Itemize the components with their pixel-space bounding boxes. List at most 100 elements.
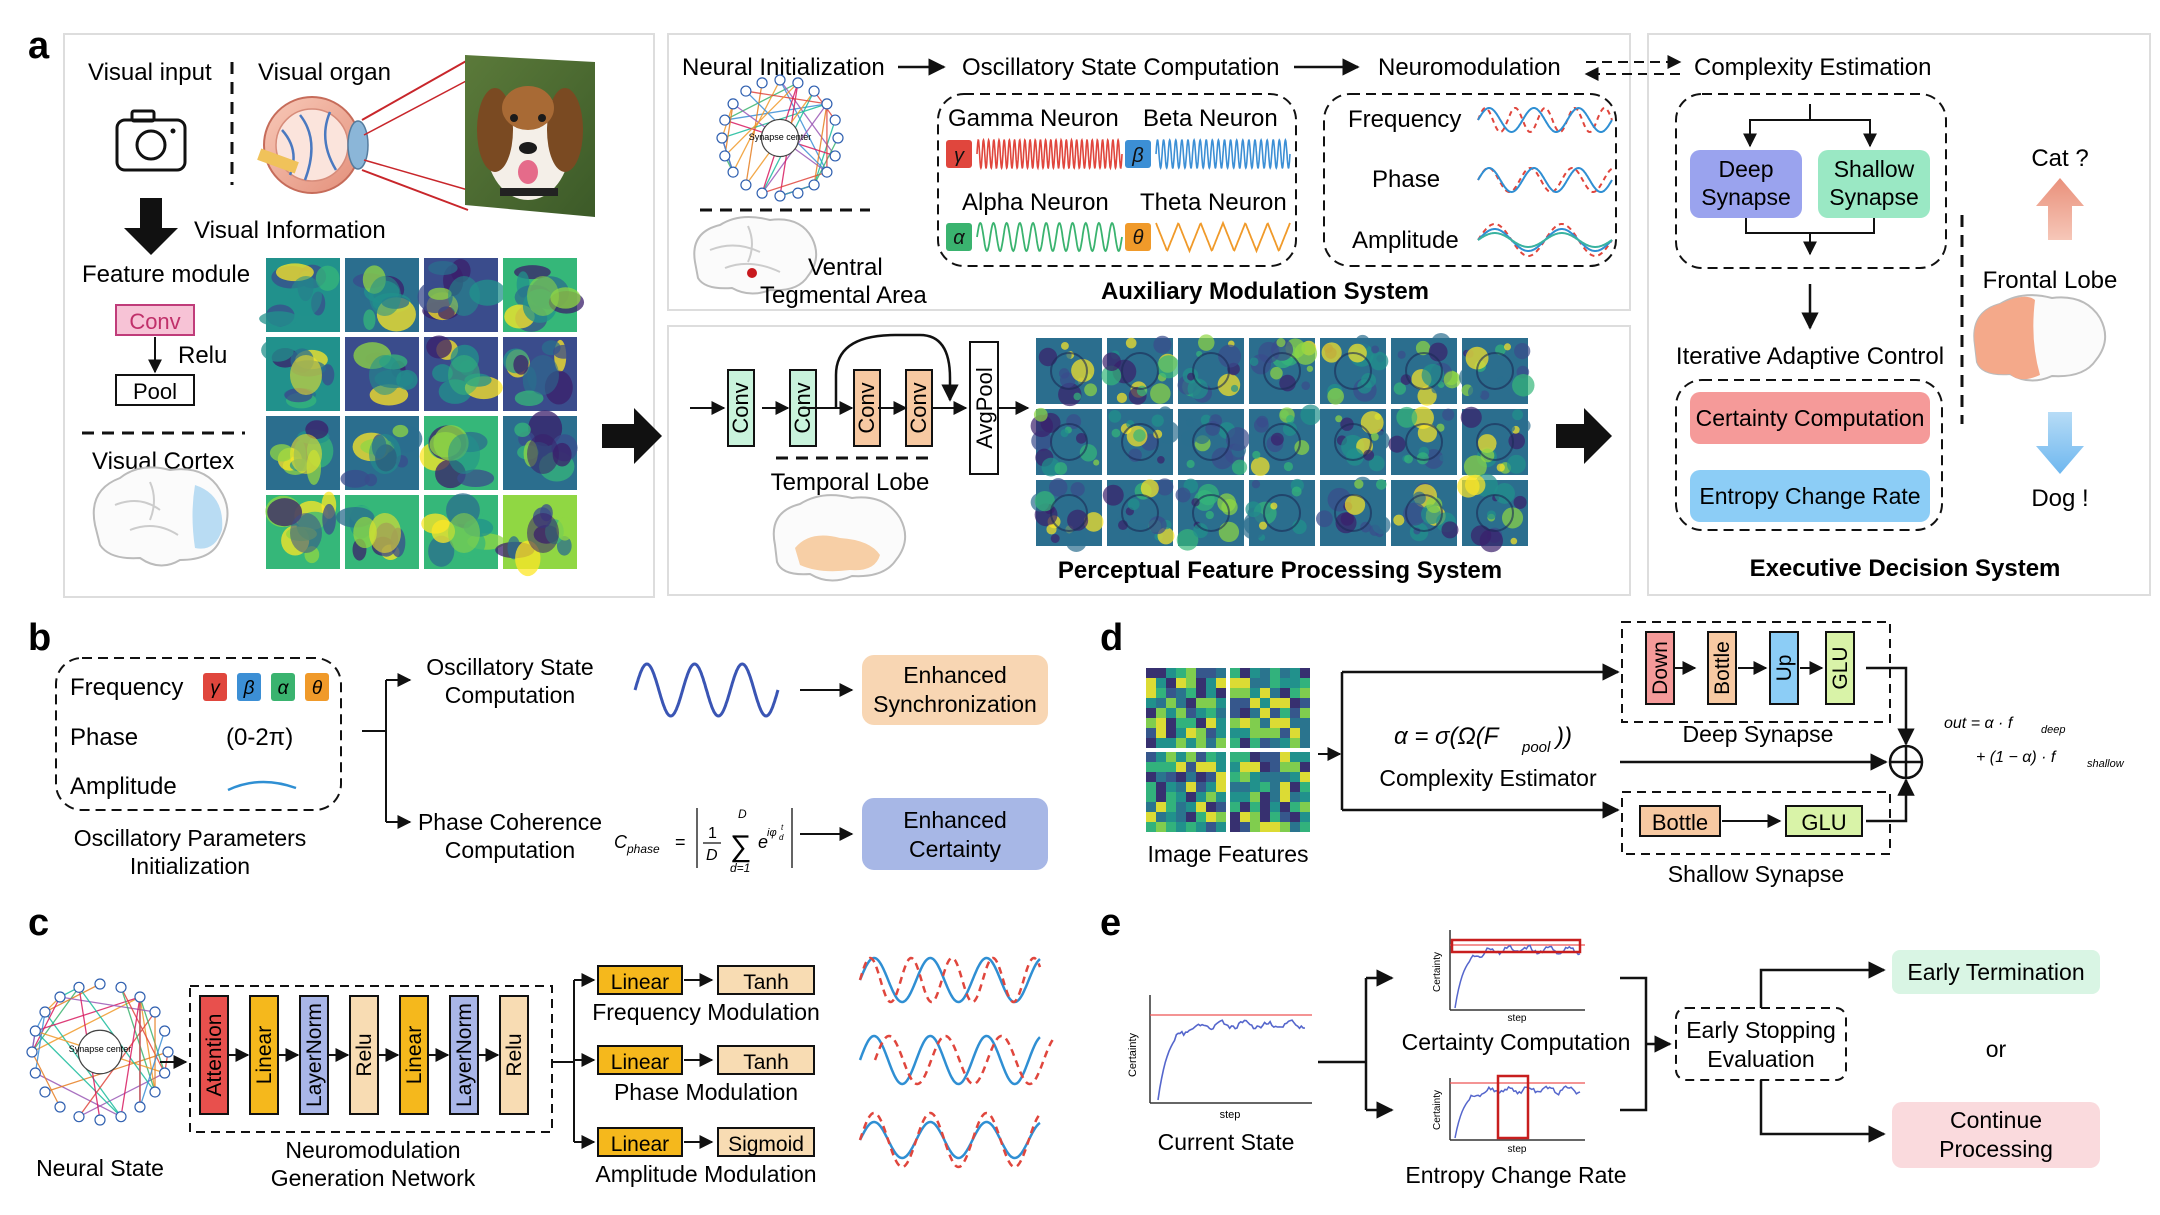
deep-synapse-text-1: Deep [1719, 156, 1774, 182]
svg-text:d: d [779, 833, 784, 842]
complexity-estimator-label: Complexity Estimator [1379, 765, 1597, 791]
camera-icon [115, 109, 187, 172]
dog-photo [465, 55, 595, 217]
brain-icon [772, 494, 907, 582]
deep-block [1825, 631, 1855, 705]
conv-label: Conv [906, 382, 931, 433]
svg-text:)): )) [1553, 723, 1572, 750]
svg-text:1: 1 [708, 825, 717, 842]
panel-letter-b: b [28, 617, 51, 659]
network-block [449, 995, 479, 1115]
theta-badge: θ [1125, 223, 1151, 251]
amplitude-modulation-label: Amplitude Modulation [595, 1161, 816, 1187]
network-block-label: LayerNorm [453, 1003, 476, 1107]
entropy-change-text: Entropy Change Rate [1699, 483, 1920, 509]
neuron-network-icon [26, 978, 174, 1126]
down-arrow-icon [2036, 412, 2084, 474]
deep-synapse-box [1621, 621, 1891, 723]
panel-letter-a: a [28, 25, 50, 67]
early-stopping-text-2: Evaluation [1707, 1046, 1814, 1072]
svg-text:∑: ∑ [730, 830, 751, 863]
right-arrow-icon [602, 408, 662, 464]
network-block-label: Relu [503, 1033, 526, 1076]
early-termination-block [1892, 950, 2100, 994]
panel-a-left-box [63, 33, 655, 598]
svg-text:Linear: Linear [611, 971, 669, 994]
phase-mod-row: Linear Tanh [597, 1045, 815, 1075]
svg-text:D: D [706, 847, 718, 864]
continue-text-2: Processing [1939, 1136, 2053, 1162]
svg-text:shallow: shallow [2087, 758, 2125, 770]
freq-mod-row: Linear Tanh [597, 965, 815, 995]
svg-text:α = σ(Ω(F: α = σ(Ω(F [1394, 723, 1500, 750]
relu-label: Relu [178, 342, 227, 369]
right-arrow-icon [1556, 408, 1612, 464]
conv-block [115, 304, 195, 336]
neural-state-label: Neural State [36, 1155, 164, 1181]
synapse-select-box [1675, 93, 1947, 269]
svg-text:θ: θ [1133, 227, 1144, 249]
gamma-wave [976, 137, 1123, 171]
eye-icon [257, 96, 369, 194]
image-features-grid [1146, 668, 1310, 832]
network-label-2: Generation Network [271, 1165, 476, 1191]
conv-label: Conv [728, 382, 753, 433]
network-box [189, 985, 553, 1133]
phase-label: Phase [1372, 166, 1440, 193]
gamma-neuron-label: Gamma Neuron [948, 105, 1119, 132]
feature-map-grid [1030, 332, 1535, 553]
alpha-formula: α = σ(Ω(F pool )) [1394, 723, 1572, 756]
frequency-modulation-label: Frequency Modulation [592, 999, 820, 1025]
current-state-label: Current State [1158, 1129, 1295, 1155]
output-formula: out = α · f deep + (1 − α) · f shallow [1944, 715, 2125, 770]
panel-letter-e: e [1100, 902, 1121, 944]
oscillation-wave [633, 662, 780, 718]
theta-badge: θ [305, 673, 329, 701]
tegmental-area-label: Tegmental Area [760, 282, 927, 309]
alpha-badge: α [271, 673, 295, 701]
svg-text:Certainty: Certainty [1127, 1032, 1139, 1077]
conv-label: Conv [129, 309, 180, 334]
svg-text:pool: pool [1521, 739, 1551, 756]
phase-coh-label-2: Computation [445, 837, 575, 863]
certainty-computation-text: Certainty Computation [1696, 405, 1925, 431]
certainty-computation-label: Certainty Computation [1402, 1029, 1631, 1055]
modulation-box [1323, 93, 1617, 267]
deep-block-label: Bottle [1711, 641, 1734, 695]
modulated-waves [858, 956, 1056, 1169]
svg-text:t: t [781, 823, 784, 832]
svg-text:θ: θ [312, 678, 323, 699]
brain-icon [693, 215, 818, 295]
network-block-label: Linear [253, 1026, 276, 1084]
conv-block [727, 369, 755, 447]
deep-block [1769, 631, 1799, 705]
enhanced-sync-text-1: Enhanced [903, 662, 1007, 688]
image-features-label: Image Features [1147, 841, 1308, 867]
feature-module-label: Feature module [82, 261, 250, 288]
beta-wave [1155, 138, 1291, 170]
sum-circle-icon [1888, 744, 1924, 780]
shallow-synapse-block [1818, 150, 1930, 218]
enhanced-cert-block [862, 798, 1048, 870]
visual-input-label: Visual input [88, 59, 212, 86]
oscillatory-params-box [55, 657, 342, 811]
pool-label: Pool [133, 379, 177, 404]
svg-text:deep: deep [2041, 724, 2065, 736]
init-label-2: Initialization [130, 853, 250, 879]
enhanced-cert-text-1: Enhanced [903, 807, 1007, 833]
complexity-estimation-label: Complexity Estimation [1694, 54, 1931, 81]
bottle-label: Bottle [1652, 810, 1708, 835]
feature-map-grid [259, 258, 585, 577]
beta-neuron-label: Beta Neuron [1143, 105, 1278, 132]
entropy-change-rate-label: Entropy Change Rate [1405, 1162, 1626, 1188]
visual-organ-label: Visual organ [258, 59, 391, 86]
svg-text:β: β [1131, 145, 1143, 167]
svg-text:Tanh: Tanh [743, 1051, 789, 1074]
osc-state-label-1: Oscillatory State [426, 654, 593, 680]
svg-text:step: step [1508, 1144, 1527, 1155]
network-block-label: Linear [403, 1026, 426, 1084]
or-label: or [1986, 1036, 2007, 1062]
network-label-1: Neuromodulation [285, 1137, 460, 1163]
